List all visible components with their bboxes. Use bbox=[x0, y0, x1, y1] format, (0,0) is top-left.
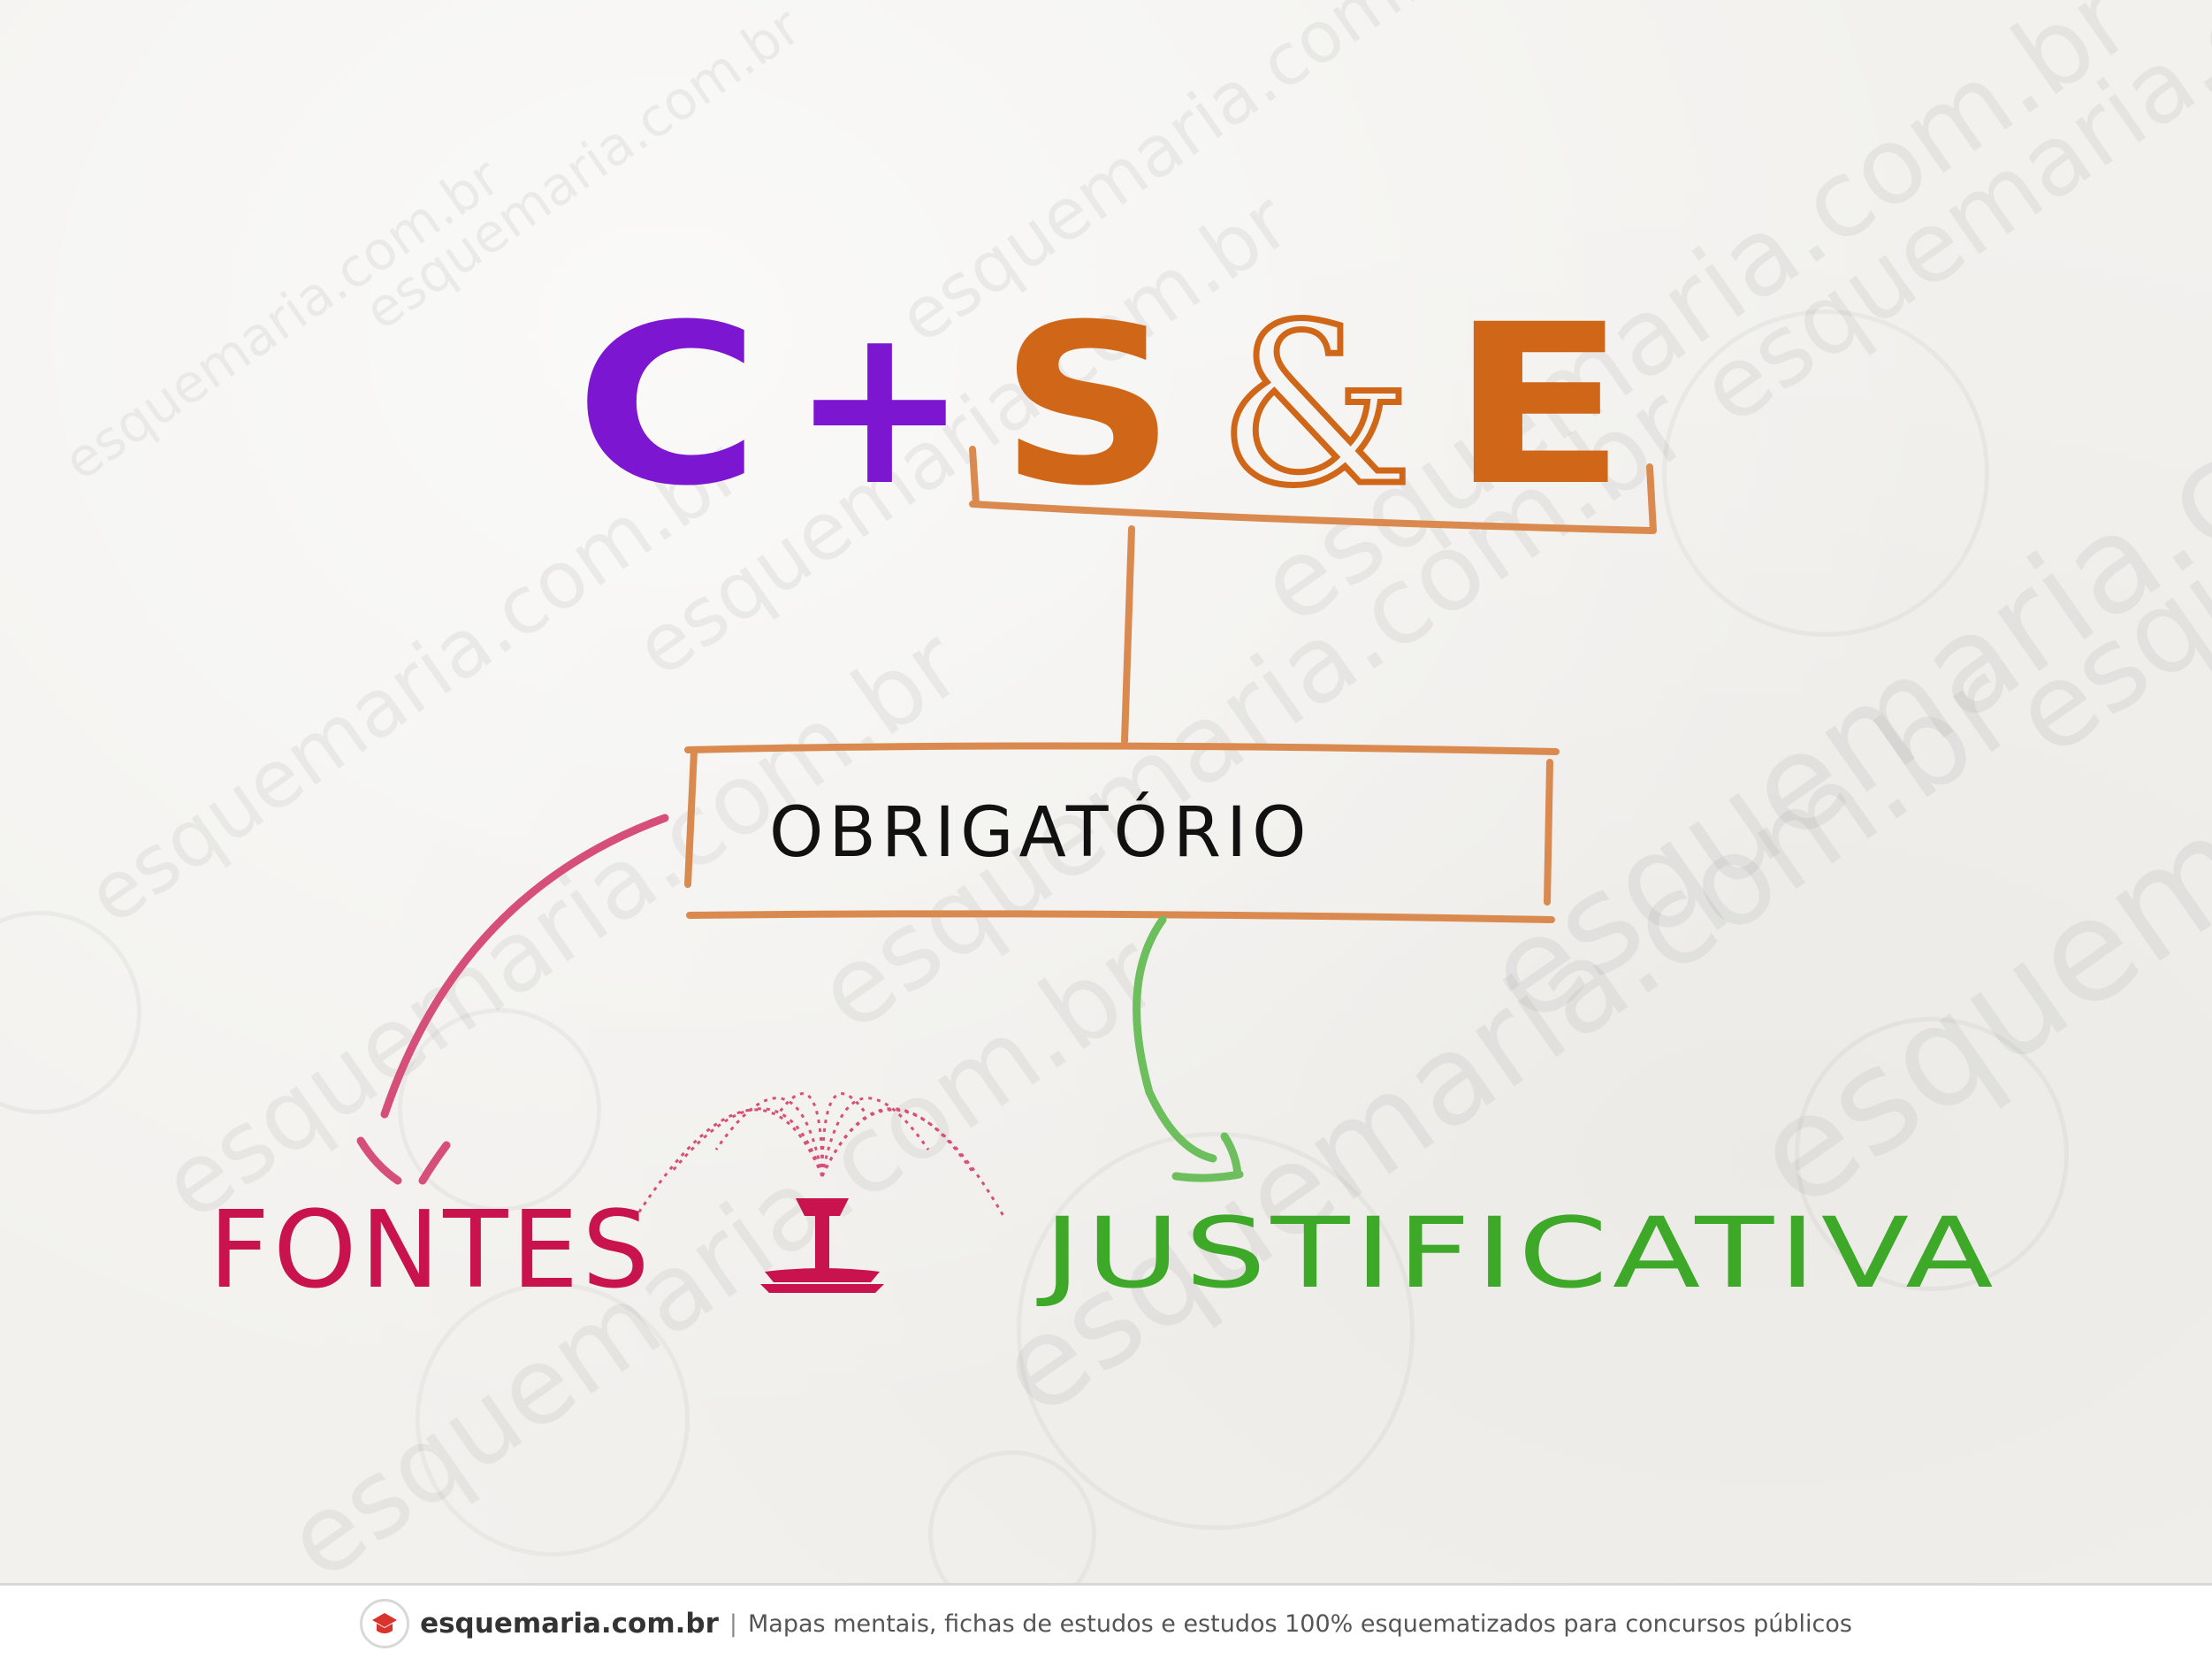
arrow-to-justificativa bbox=[1133, 915, 1244, 1182]
title-letter-s: S bbox=[999, 277, 1176, 534]
arrow-to-fontes bbox=[356, 814, 669, 1185]
obligatorio-box bbox=[684, 742, 1560, 923]
title-bracket bbox=[969, 446, 1657, 745]
esquemaria-logo-icon bbox=[360, 1599, 410, 1648]
title-letter-e: E bbox=[1450, 277, 1627, 534]
footer-brand[interactable]: esquemaria.com.br bbox=[420, 1608, 719, 1640]
footer-separator: | bbox=[728, 1609, 738, 1638]
title-plus: + bbox=[791, 277, 968, 534]
node-justificativa: JUSTIFICATIVA bbox=[1036, 1196, 1998, 1310]
node-obligatorio: OBRIGATÓRIO bbox=[769, 791, 1312, 873]
title-ampersand: & bbox=[1218, 277, 1413, 534]
footer-bar: esquemaria.com.br | Mapas mentais, ficha… bbox=[0, 1583, 2212, 1659]
mindmap-diagram: C + S & E OBRIGATÓRIO bbox=[209, 274, 1998, 1313]
footer-tagline: Mapas mentais, fichas de estudos e estud… bbox=[748, 1609, 1852, 1638]
title-letter-c: C bbox=[575, 277, 760, 534]
fountain-icon bbox=[635, 1092, 1005, 1293]
node-fontes: FONTES bbox=[209, 1189, 653, 1312]
